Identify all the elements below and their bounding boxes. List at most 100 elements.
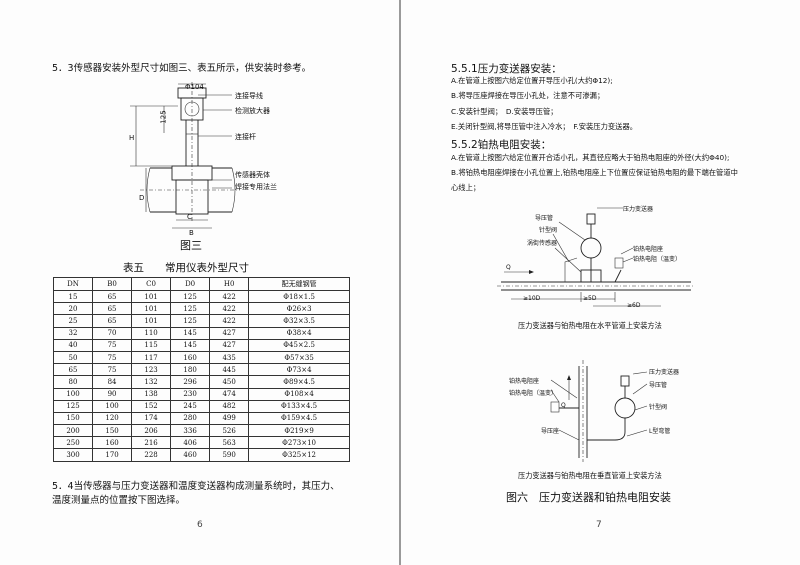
label-sensor-housing: 传感器壳体	[235, 171, 270, 179]
h-label-pt: 铂热电阻（温变）	[633, 256, 682, 263]
cell: 450	[209, 375, 250, 389]
cell: 526	[209, 424, 250, 438]
v-label-pt-seat: 铂热电阻座	[509, 378, 540, 385]
cell: 115	[131, 338, 172, 352]
cell: 65	[92, 302, 133, 316]
col-header-h0: H0	[209, 277, 250, 291]
h-label-needle-valve: 针型阀	[539, 227, 558, 234]
cell: 216	[131, 436, 172, 450]
cell: Φ325×12	[248, 448, 350, 462]
h-dim-6d: ≥6D	[627, 302, 641, 309]
h-label-vortex-sensor: 涡街传感器	[527, 240, 558, 247]
dim-h: H	[129, 134, 135, 142]
section-5-4-line2: 温度测量点的位置按下图选择。	[52, 495, 186, 506]
cell: 117	[131, 350, 172, 365]
cell: 160	[92, 436, 133, 450]
col-header-b0: B0	[92, 277, 133, 291]
cell: 206	[131, 424, 172, 438]
cell: Φ89×4.5	[248, 375, 350, 389]
section-5-5-1-heading: 5.5.1压力变送器安装：	[451, 63, 562, 75]
cell: 125	[170, 289, 211, 304]
cell: Φ73×4	[248, 363, 350, 377]
cell: 445	[209, 363, 250, 377]
section-5-3-text: 5．3传感器安装外型尺寸如图三、表五所示，供安装时参考。	[52, 63, 312, 74]
right-page: 5.5.1压力变送器安装： A.在管道上按图六给定位置开导压小孔(大约Φ12);…	[401, 0, 800, 565]
v-label-gauge-tube: 导压管	[649, 382, 668, 389]
v-label-l-bend: L型弯管	[649, 428, 671, 435]
cell: 15	[52, 289, 94, 304]
col-header-c0: C0	[131, 277, 172, 291]
cell: Φ273×10	[248, 436, 350, 450]
cell: 150	[92, 424, 133, 438]
cell: 422	[209, 302, 250, 316]
cell: 180	[170, 363, 211, 377]
cell: 245	[170, 399, 211, 413]
book-spine	[399, 0, 401, 565]
h-label-flow-q: Q	[506, 264, 511, 271]
cell: 84	[92, 375, 133, 389]
cell: 101	[131, 289, 172, 304]
table-header-row: DN B0 C0 D0 H0 配无缝钢管	[52, 277, 350, 291]
v-label-pressure-transmitter: 压力变送器	[649, 369, 680, 376]
dim-b: B	[189, 229, 194, 237]
cell: 75	[92, 350, 133, 365]
cell: 125	[52, 399, 94, 413]
cell: 422	[209, 314, 250, 328]
cell: 228	[131, 448, 172, 462]
cell: Φ32×3.5	[248, 314, 350, 328]
dim-d: D	[139, 194, 145, 202]
label-amplifier: 检测放大器	[235, 107, 270, 115]
h-label-pt-seat: 铂热电阻座	[633, 246, 664, 253]
cell: 65	[92, 314, 133, 328]
cell: Φ219×9	[248, 424, 350, 438]
cell: 20	[52, 302, 94, 316]
cell: 296	[170, 375, 211, 389]
dim-125: 125	[159, 110, 168, 124]
h-dim-10d: ≥10D	[523, 295, 541, 302]
h-diagram-caption: 压力变送器与铂热电阻在水平管道上安装方法	[518, 321, 662, 330]
cell: 174	[131, 411, 172, 426]
cell: 280	[170, 411, 211, 426]
col-header-d0: D0	[170, 277, 211, 291]
v-label-pt: 铂热电阻（温变）	[509, 390, 558, 397]
h-label-gauge-tube: 导压管	[535, 215, 554, 222]
dim-c: C	[187, 213, 192, 221]
cell: 300	[52, 448, 94, 462]
cell: Φ108×4	[248, 387, 350, 401]
cell: Φ26×3	[248, 302, 350, 316]
cell: Φ133×4.5	[248, 399, 350, 413]
col-header-pipe: 配无缝钢管	[248, 277, 350, 291]
cell: 152	[131, 399, 172, 413]
step-b: B.将导压座焊接在导压小孔处，注意不可渗漏；	[451, 91, 605, 100]
cell: 406	[170, 436, 211, 450]
cell: 145	[170, 338, 211, 352]
h-label-pressure-transmitter: 压力变送器	[623, 206, 654, 213]
cell: Φ57×35	[248, 350, 350, 365]
cell: 160	[170, 350, 211, 365]
cell: 120	[92, 411, 133, 426]
cell: 482	[209, 399, 250, 413]
cell: Φ159×4.5	[248, 411, 350, 426]
cell: 125	[170, 314, 211, 328]
cell: 422	[209, 289, 250, 304]
cell: 32	[52, 326, 94, 340]
cell: 435	[209, 350, 250, 365]
cell: 101	[131, 302, 172, 316]
step-b2-line2: 心线上；	[451, 183, 481, 192]
table-5-title: 表五 常用仪表外型尺寸	[123, 262, 249, 274]
cell: 460	[170, 448, 211, 462]
cell: 230	[170, 387, 211, 401]
page-number-left: 6	[197, 520, 203, 530]
vertical-pipe-diagram	[550, 360, 648, 462]
v-label-gauge-seat: 导压座	[541, 428, 560, 435]
cell: Φ38×4	[248, 326, 350, 340]
cell: 499	[209, 411, 250, 426]
